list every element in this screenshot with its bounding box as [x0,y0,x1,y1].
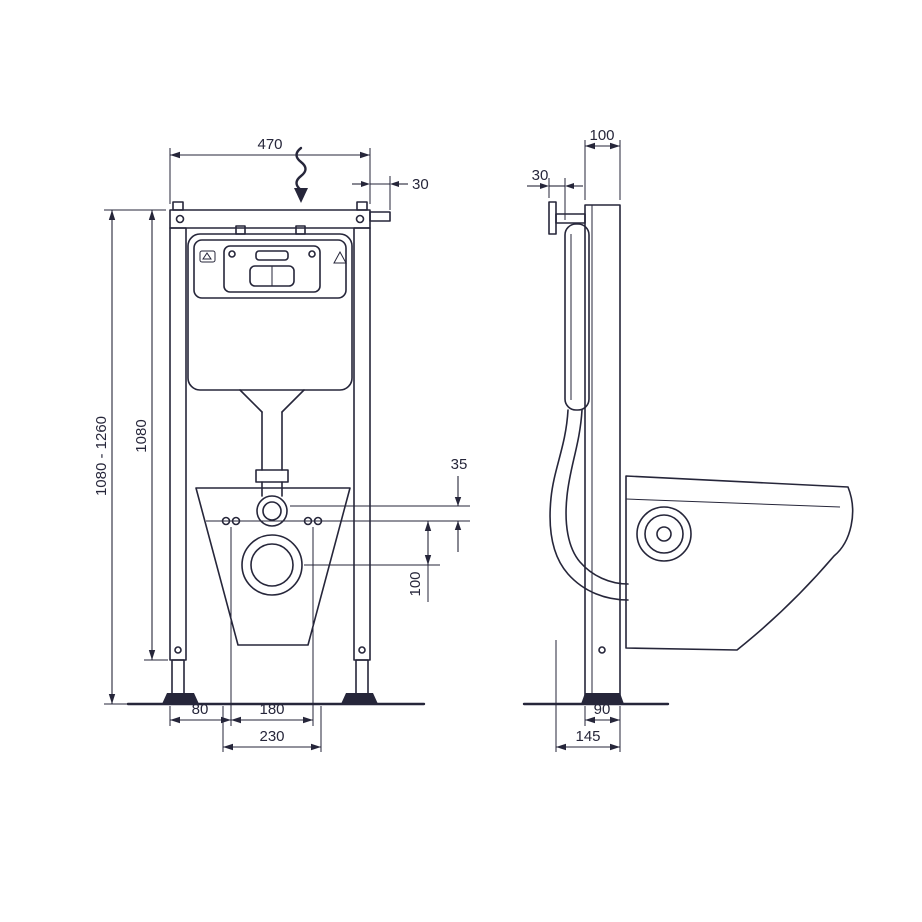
dimension-front-drain-drop: 100 [304,521,440,602]
dim-front-width-label: 470 [257,136,282,153]
dimension-front-outlet-offset: 35 [206,456,470,552]
bowl-mounting-bracket [195,487,351,646]
leg-lock-screw-left [174,646,182,654]
bracket-outline [195,487,351,646]
dimension-front-frame-height: 1080 [133,210,168,661]
access-panel-frame [193,239,347,299]
dimension-side-bottom: 90 145 [555,640,621,752]
flush-pipe [239,389,305,527]
dim-front-frame-height-label: 1080 [133,419,150,452]
frame-rail-right [353,227,371,661]
dimension-side-frame-depth: 100 [584,127,621,200]
dim-side-plate-offset-label: 30 [532,167,549,184]
dimension-front-bottom: 80 180 230 [169,527,322,752]
dimension-side-plate-offset: 30 [527,167,583,220]
side-cistern [564,223,590,411]
flush-plate-window [223,245,321,293]
flush-outlet-elbow [256,495,288,527]
dimension-front-bracket-offset: 30 [352,176,429,210]
frame-rail-left [169,227,187,661]
water-inlet-arrow-icon [294,146,308,203]
concealed-cistern [187,225,353,391]
dim-front-foot-offset-label: 80 [192,701,209,718]
cistern-tank [187,233,353,391]
dim-front-fixing-spacing-label: 230 [259,728,284,745]
foot-plate-right [341,693,378,704]
dimension-front-height-range: 1080 - 1260 [93,209,166,705]
pipe-coupling [255,469,289,483]
dim-front-stud-spacing-label: 180 [259,701,284,718]
front-view: 470 30 1080 - 1260 1080 [93,136,470,752]
cistern-inlet-stub [295,225,306,235]
dim-front-drain-drop-label: 100 [407,571,424,596]
frame-crossbar [169,209,371,229]
frame-top-tab-left [172,201,184,211]
foot-plate-left [162,693,199,704]
dim-side-frame-depth-label: 100 [589,127,614,144]
dim-side-floor-fixing-label: 90 [594,701,611,718]
bowl-rim-line [625,498,841,508]
frame-top-tab-right [356,201,368,211]
plate-label [255,250,289,261]
dimension-front-width: 470 [169,136,371,204]
side-foot-plate [581,693,624,704]
adjustable-leg-left [171,659,185,695]
dim-front-bracket-offset-label: 30 [412,176,429,193]
adjustable-leg-right [355,659,369,695]
bowl-mounting-flange [636,506,692,562]
crossbar-bolt-left [175,214,185,224]
recycle-triangle-icon [333,250,347,264]
side-view: 100 30 90 145 [522,127,854,752]
side-wall-bracket [548,201,586,235]
toilet-bowl-profile [625,475,854,651]
brand-logo-icon [199,250,216,263]
mounting-frame [162,201,391,704]
panel-screw-right [308,250,316,258]
panel-screw-left [228,250,236,258]
cistern-top-tab-left [235,225,246,235]
leg-lock-screw-right [358,646,366,654]
drain-outlet [241,534,303,596]
dim-front-outlet-offset-label: 35 [451,456,468,473]
side-flush-pipe [549,409,629,601]
dim-side-floor-depth-label: 145 [575,728,600,745]
side-leg-lock-screw [598,646,606,654]
side-frame-rail [581,204,624,704]
wall-anchor-bracket [369,211,391,222]
crossbar-bolt-right [355,214,365,224]
dim-front-height-range-label: 1080 - 1260 [93,416,110,496]
